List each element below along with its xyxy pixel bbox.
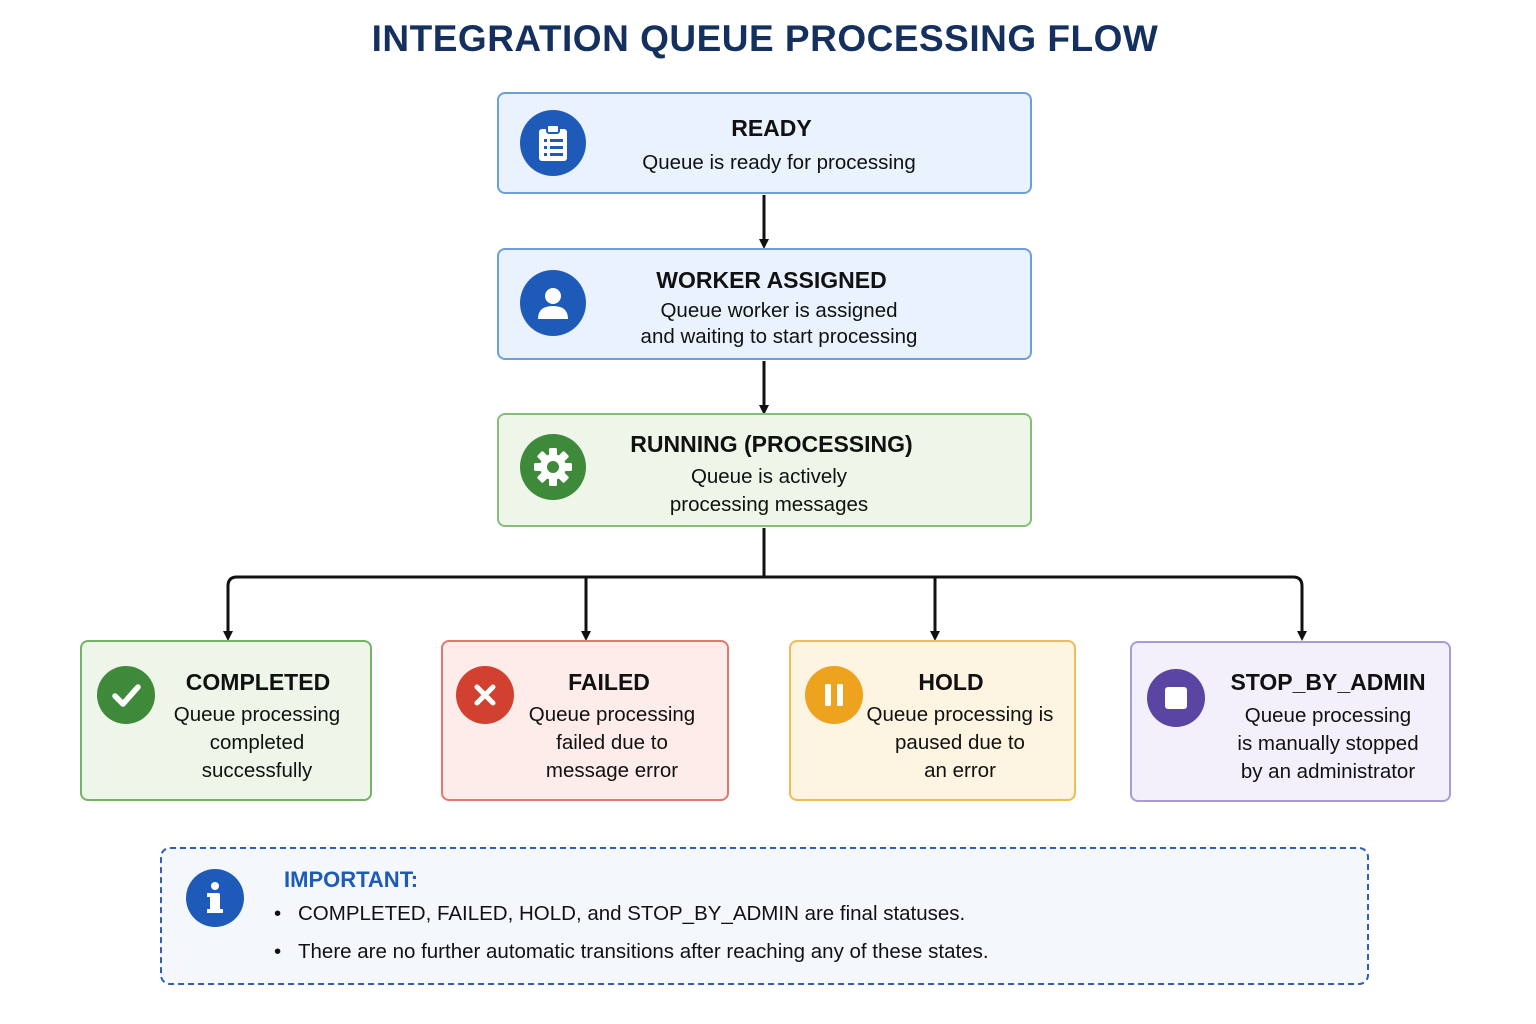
connector-branch-bar (226, 575, 1304, 637)
node-label: RUNNING (PROCESSING) (630, 431, 913, 457)
node-label: WORKER ASSIGNED (656, 267, 887, 293)
checkmark-icon (97, 666, 155, 724)
node-description: Queue is actively processing messages (669, 465, 869, 516)
node-label: COMPLETED (185, 669, 331, 695)
node-label: STOP_BY_ADMIN (1230, 669, 1426, 695)
diagram-title: INTEGRATION QUEUE PROCESSING FLOW (371, 18, 1159, 59)
stop-icon (1147, 669, 1205, 727)
node-label: FAILED (568, 669, 650, 695)
node-failed: FAILED Queue processing failed due to me… (441, 640, 729, 801)
node-hold: HOLD Queue processing is paused due to a… (789, 640, 1076, 801)
node-description: Queue processing is paused due to an err… (866, 703, 1054, 782)
info-icon (186, 869, 244, 927)
node-description: Queue processing completed successfully (173, 703, 341, 782)
x-icon (456, 666, 514, 724)
pause-icon (805, 666, 863, 724)
node-label: HOLD (918, 669, 984, 695)
node-description: Queue processing failed due to message e… (528, 703, 696, 782)
node-description: Queue worker is assigned and waiting to … (640, 299, 918, 348)
note-title: IMPORTANT: (284, 867, 419, 892)
node-completed: COMPLETED Queue processing completed suc… (80, 640, 372, 801)
node-running: RUNNING (PROCESSING) Queue is actively p… (497, 413, 1032, 527)
node-label: READY (731, 115, 812, 141)
node-description: Queue processing is manually stopped by … (1237, 704, 1419, 783)
node-stop-by-admin: STOP_BY_ADMIN Queue processing is manual… (1130, 641, 1451, 802)
important-note: IMPORTANT: •COMPLETED, FAILED, HOLD, and… (160, 847, 1369, 985)
note-bullet: •There are no further automatic transiti… (274, 940, 989, 963)
node-description: Queue is ready for processing (642, 151, 916, 174)
user-icon (520, 270, 586, 336)
node-ready: READY Queue is ready for processing (497, 92, 1032, 194)
gear-icon (520, 434, 586, 500)
note-bullet: •COMPLETED, FAILED, HOLD, and STOP_BY_AD… (274, 902, 966, 925)
clipboard-icon (520, 110, 586, 176)
node-worker-assigned: WORKER ASSIGNED Queue worker is assigned… (497, 248, 1032, 360)
